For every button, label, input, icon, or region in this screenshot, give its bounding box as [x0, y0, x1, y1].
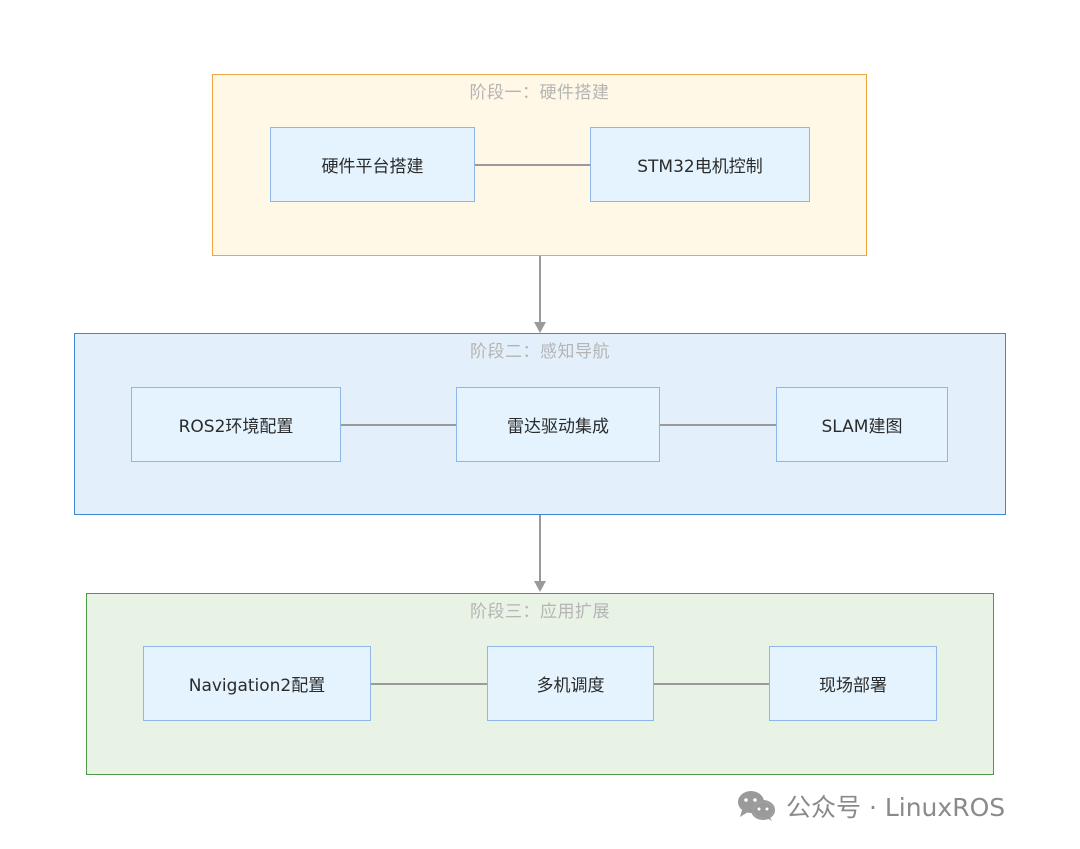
stage-3-link-2	[654, 683, 769, 685]
watermark: 公众号 · LinuxROS	[736, 786, 1005, 826]
watermark-text: 公众号 · LinuxROS	[786, 793, 1006, 822]
arrow-stage1-to-stage2-head	[534, 322, 546, 333]
node-slam-mapping[interactable]: SLAM建图	[776, 387, 948, 462]
node-multi-robot-dispatch[interactable]: 多机调度	[487, 646, 654, 721]
arrow-stage1-to-stage2-line	[539, 256, 541, 322]
stage-2-title: 阶段二：感知导航	[470, 342, 610, 362]
wechat-icon	[738, 791, 775, 821]
node-stm32-motor-control[interactable]: STM32电机控制	[590, 127, 810, 202]
node-hardware-platform[interactable]: 硬件平台搭建	[270, 127, 475, 202]
stage-2-link-2	[660, 424, 776, 426]
stage-1-link-1	[475, 164, 590, 166]
stage-3-link-1	[371, 683, 487, 685]
node-navigation2-config[interactable]: Navigation2配置	[143, 646, 371, 721]
node-lidar-driver[interactable]: 雷达驱动集成	[456, 387, 660, 462]
arrow-stage2-to-stage3-head	[534, 581, 546, 592]
stage-1-title: 阶段一：硬件搭建	[469, 83, 610, 103]
node-ros2-env-config[interactable]: ROS2环境配置	[131, 387, 341, 462]
node-field-deployment[interactable]: 现场部署	[769, 646, 937, 721]
stage-2-link-1	[341, 424, 456, 426]
arrow-stage2-to-stage3-line	[539, 515, 541, 581]
stage-3-title: 阶段三：应用扩展	[470, 602, 610, 622]
